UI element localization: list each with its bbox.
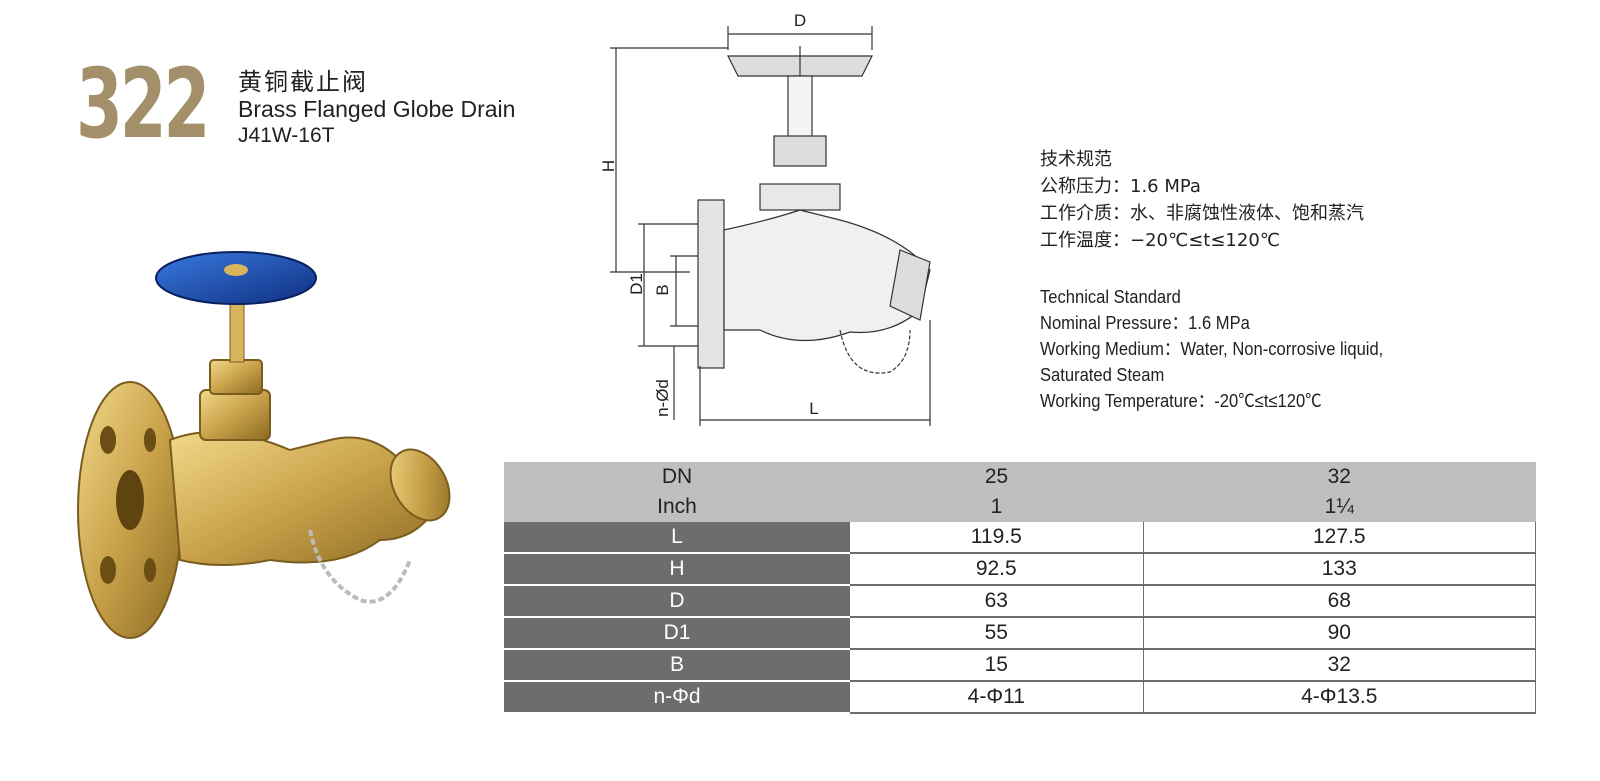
table-row: D 63 68 xyxy=(504,585,1537,618)
table-header-cell: 25 xyxy=(850,462,1144,492)
table-row-label: D xyxy=(504,585,850,618)
dimensions-table: DN 25 32 Inch 1 1¼ L 119.5 127.5 H 92.5 … xyxy=(504,462,1537,714)
dim-label-h: H xyxy=(600,160,618,172)
table-header-row: Inch 1 1¼ xyxy=(504,492,1536,522)
table-cell: 63 xyxy=(850,585,1144,618)
spec-en-pressure: Nominal Pressure：1.6 MPa xyxy=(1040,313,1250,333)
technical-drawing: D H D1 B n-Ød L xyxy=(600,11,931,426)
spec-cn-pressure: 公称压力：1.6 MPa xyxy=(1040,176,1201,197)
table-cell: 4-Φ11 xyxy=(850,681,1144,714)
product-title-en: Brass Flanged Globe Drain xyxy=(238,96,516,122)
dim-label-d: D xyxy=(794,11,806,30)
spec-en: Technical Standard Nominal Pressure：1.6 … xyxy=(1040,284,1383,414)
table-header-row: DN 25 32 xyxy=(504,462,1536,492)
table-row-label: L xyxy=(504,522,850,554)
table-header-cell: 1 xyxy=(850,492,1144,522)
table-cell: 90 xyxy=(1143,617,1537,650)
table-row: L 119.5 127.5 xyxy=(504,522,1537,554)
product-model-code: J41W-16T xyxy=(238,124,335,147)
dim-label-d1: D1 xyxy=(627,273,646,295)
dim-label-nd: n-Ød xyxy=(653,379,672,417)
spec-cn: 技术规范 公称压力：1.6 MPa 工作介质：水、非腐蚀性液体、饱和蒸汽 工作温… xyxy=(1040,146,1364,254)
table-row-label: D1 xyxy=(504,617,850,650)
product-photo xyxy=(77,251,451,639)
table-cell: 4-Φ13.5 xyxy=(1143,681,1537,714)
table-header-cell: DN xyxy=(504,462,850,492)
spec-cn-medium: 工作介质：水、非腐蚀性液体、饱和蒸汽 xyxy=(1040,203,1364,224)
table-header-cell: 32 xyxy=(1143,462,1536,492)
table-row-label: n-Φd xyxy=(504,681,850,714)
table-header-cell: 1¼ xyxy=(1143,492,1536,522)
spec-en-heading: Technical Standard xyxy=(1040,287,1181,307)
table-cell: 119.5 xyxy=(850,522,1144,554)
table-cell: 133 xyxy=(1143,553,1537,586)
table-row: n-Φd 4-Φ11 4-Φ13.5 xyxy=(504,681,1537,714)
model-number: 322 xyxy=(76,48,210,160)
spec-cn-temperature: 工作温度：−20℃≤t≤120℃ xyxy=(1040,230,1280,251)
spec-en-temperature: Working Temperature：-20℃≤t≤120℃ xyxy=(1040,391,1322,411)
table-cell: 127.5 xyxy=(1143,522,1537,554)
table-cell: 92.5 xyxy=(850,553,1144,586)
table-header-cell: Inch xyxy=(504,492,850,522)
table-row: D1 55 90 xyxy=(504,617,1537,650)
spec-cn-heading: 技术规范 xyxy=(1040,149,1112,170)
dim-label-b: B xyxy=(653,284,672,295)
dim-label-l: L xyxy=(809,399,818,418)
table-cell: 32 xyxy=(1143,649,1537,682)
table-cell: 68 xyxy=(1143,585,1537,618)
table-cell: 15 xyxy=(850,649,1144,682)
table-row-label: B xyxy=(504,649,850,682)
product-title-cn: 黄铜截止阀 xyxy=(238,68,368,96)
table-cell: 55 xyxy=(850,617,1144,650)
spec-en-medium-cont: Saturated Steam xyxy=(1040,365,1165,385)
spec-en-medium: Working Medium：Water, Non-corrosive liqu… xyxy=(1040,339,1384,359)
table-row-label: H xyxy=(504,553,850,586)
table-row: B 15 32 xyxy=(504,649,1537,682)
table-row: H 92.5 133 xyxy=(504,553,1537,586)
